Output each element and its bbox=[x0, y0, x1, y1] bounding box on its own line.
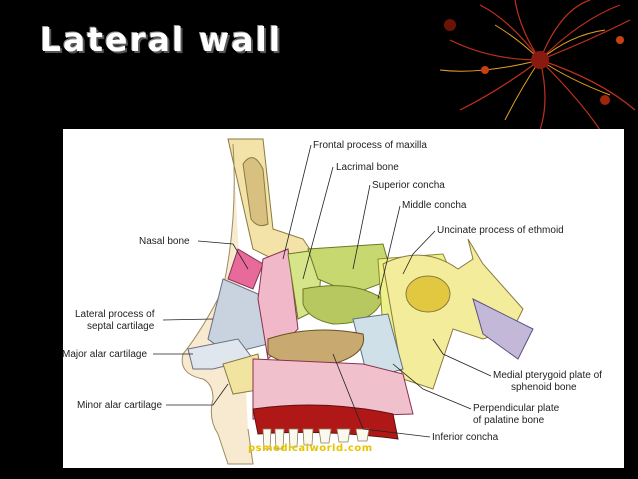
frontal-bone bbox=[227, 138, 314, 265]
label-inferior-concha: Inferior concha bbox=[432, 432, 499, 443]
nasal-bone bbox=[227, 248, 264, 290]
label-middle-concha: Middle concha bbox=[402, 200, 467, 211]
label-uncinate-process: Uncinate process of ethmoid bbox=[437, 225, 564, 236]
watermark: psmedicalworld.com bbox=[248, 443, 373, 454]
slide-title: Lateral wall bbox=[40, 20, 283, 59]
lateral-nasal-wall-illustration bbox=[153, 138, 534, 465]
label-lateral-process-2: septal cartilage bbox=[87, 321, 155, 332]
anatomy-figure: Frontal process of maxilla Lacrimal bone… bbox=[63, 129, 624, 468]
lateral-process-cartilage bbox=[207, 278, 269, 355]
label-lacrimal-bone: Lacrimal bone bbox=[336, 162, 399, 173]
label-perpendicular-plate-2: of palatine bone bbox=[473, 415, 545, 426]
label-medial-pterygoid-2: sphenoid bone bbox=[511, 382, 577, 393]
label-lateral-process-1: Lateral process of bbox=[75, 309, 155, 320]
label-minor-alar: Minor alar cartilage bbox=[77, 400, 163, 411]
label-medial-pterygoid-1: Medial pterygoid plate of bbox=[493, 370, 602, 381]
sphenoid-bone bbox=[382, 238, 524, 390]
middle-concha bbox=[302, 285, 384, 325]
leader-lines bbox=[153, 144, 492, 438]
label-frontal-process: Frontal process of maxilla bbox=[313, 140, 427, 151]
frontal-sinus bbox=[242, 157, 269, 227]
label-major-alar: Major alar cartilage bbox=[63, 349, 148, 360]
label-nasal-bone: Nasal bone bbox=[139, 236, 190, 247]
medial-pterygoid-plate bbox=[472, 298, 534, 360]
superior-concha bbox=[307, 243, 394, 295]
firework-ornament bbox=[439, 0, 636, 130]
sphenoid-sinus bbox=[405, 275, 451, 313]
label-perpendicular-plate-1: Perpendicular plate bbox=[473, 403, 560, 414]
teeth bbox=[262, 428, 370, 450]
perpendicular-plate-palatine bbox=[352, 313, 404, 380]
label-superior-concha: Superior concha bbox=[372, 180, 445, 191]
